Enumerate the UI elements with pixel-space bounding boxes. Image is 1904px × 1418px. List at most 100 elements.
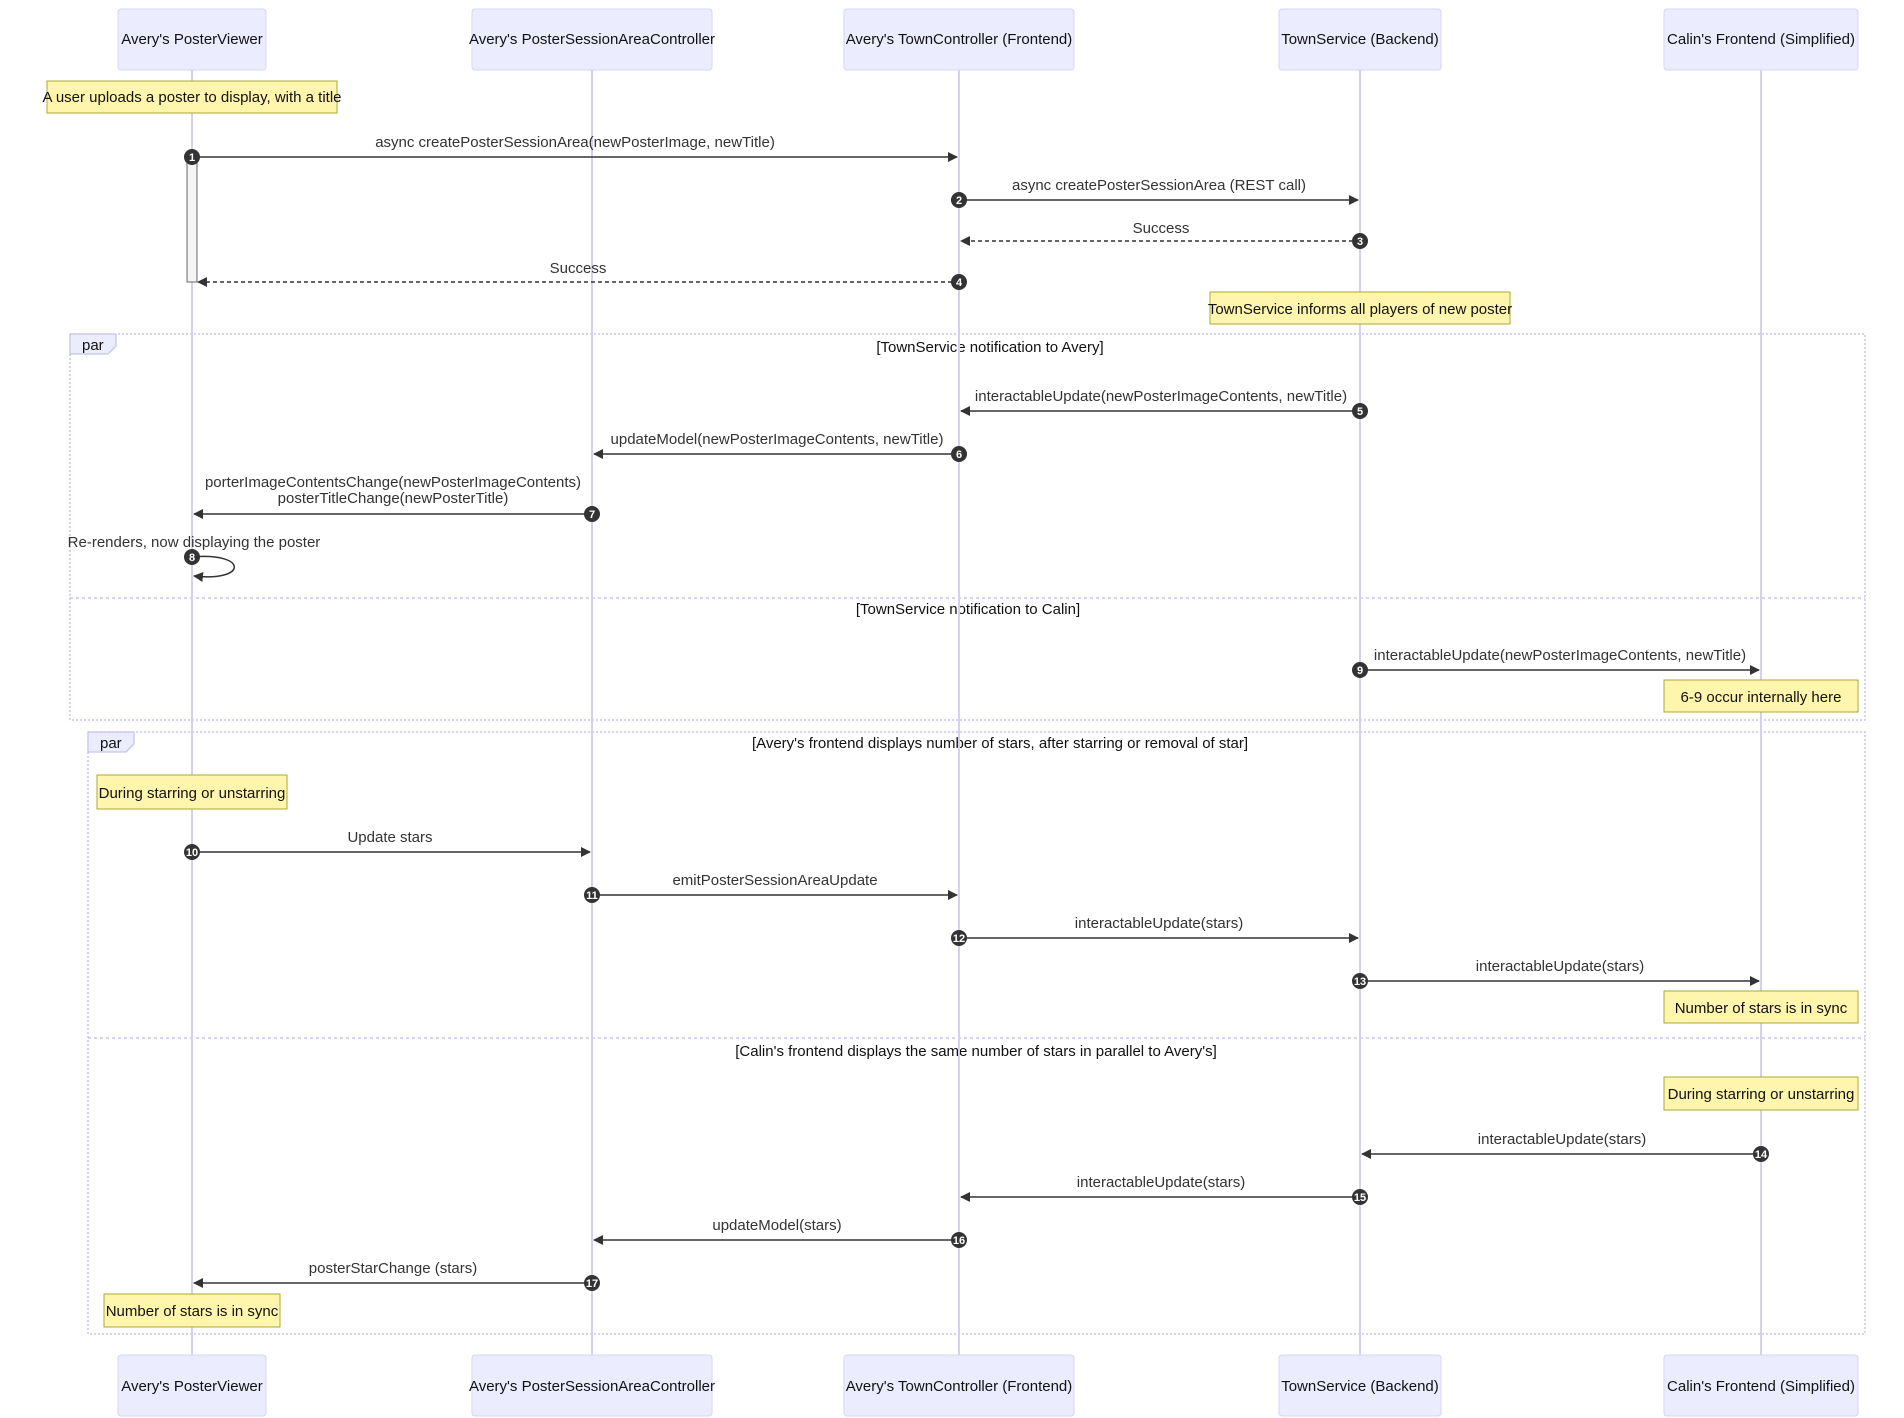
message-10: Update stars 10 [184,829,591,860]
actor-calin-frontend-bottom[interactable]: Calin's Frontend (Simplified) [1663,1354,1859,1417]
message-5: interactableUpdate(newPosterImageContent… [960,388,1368,419]
par-tab [87,731,135,753]
sequence-number: 3 [1357,236,1363,248]
note-upload-poster: A user uploads a poster to display, with… [42,80,342,114]
actor-town-controller[interactable]: Avery's TownController (Frontend) [843,8,1075,71]
message-label: posterTitleChange(newPosterTitle) [278,490,509,507]
message-label: interactableUpdate(stars) [1476,958,1644,975]
actor-label: TownService (Backend) [1281,1378,1439,1395]
message-17: posterStarChange (stars) 17 [193,1260,600,1291]
note-starring-calin: During starring or unstarring [1663,1076,1859,1111]
message-12: interactableUpdate(stars) 12 [951,915,1359,946]
actor-poster-session-area-controller-bottom[interactable]: Avery's PosterSessionAreaController [469,1354,715,1417]
actor-town-controller-bottom[interactable]: Avery's TownController (Frontend) [843,1354,1075,1417]
message-2: async createPosterSessionArea (REST call… [951,177,1359,208]
activation-bar [186,156,198,283]
message-14: interactableUpdate(stars) 14 [1361,1131,1769,1162]
actors-bottom: Avery's PosterViewer Avery's PosterSessi… [117,1354,1859,1417]
par-frame [87,731,1866,1335]
actor-label: Avery's TownController (Frontend) [846,31,1073,48]
messages: async createPosterSessionArea(newPosterI… [68,134,1769,1291]
par-condition: [TownService notification to Avery] [876,339,1103,356]
note-internal-steps: 6-9 occur internally here [1663,679,1859,713]
sequence-number: 6 [956,449,962,461]
message-label: posterStarChange (stars) [309,1260,477,1277]
sequence-number: 15 [1354,1192,1366,1204]
par-condition: [TownService notification to Calin] [856,601,1080,618]
message-label: updateModel(stars) [712,1217,841,1234]
note-starring-avery: During starring or unstarring [96,774,288,810]
sequence-number: 5 [1357,406,1363,418]
par-label: par [100,735,122,752]
message-16: updateModel(stars) 16 [593,1217,967,1248]
actor-label: Avery's PosterSessionAreaController [469,1378,715,1395]
message-label: emitPosterSessionAreaUpdate [672,872,877,889]
note-stars-sync-calin: Number of stars is in sync [1663,990,1859,1024]
message-9: interactableUpdate(newPosterImageContent… [1352,647,1760,678]
notes: A user uploads a poster to display, with… [42,80,1859,1328]
message-label: updateModel(newPosterImageContents, newT… [611,431,944,448]
par-label: par [82,337,104,354]
sequence-number: 1 [189,152,195,164]
sequence-number: 7 [589,509,595,521]
message-1: async createPosterSessionArea(newPosterI… [184,134,958,165]
sequence-number: 8 [189,552,195,564]
actor-label: TownService (Backend) [1281,31,1439,48]
sequence-number: 16 [953,1235,965,1247]
actor-label: Avery's PosterSessionAreaController [469,31,715,48]
actor-label: Avery's PosterViewer [121,31,263,48]
actor-poster-session-area-controller[interactable]: Avery's PosterSessionAreaController [469,8,715,71]
note-informs-players: TownService informs all players of new p… [1208,291,1512,325]
message-11: emitPosterSessionAreaUpdate 11 [584,872,958,903]
message-label: interactableUpdate(stars) [1077,1174,1245,1191]
svg-text:TownService informs all player: TownService informs all players of new p… [1208,301,1512,318]
sequence-number: 17 [586,1278,598,1290]
svg-text:Number of stars is in sync: Number of stars is in sync [1675,1000,1848,1017]
actor-calin-frontend[interactable]: Calin's Frontend (Simplified) [1663,8,1859,71]
svg-text:During starring or unstarring: During starring or unstarring [1668,1086,1855,1103]
message-label: porterImageContentsChange(newPosterImage… [205,474,581,491]
sequence-number: 13 [1354,976,1366,988]
note-stars-sync-avery: Number of stars is in sync [103,1293,281,1328]
message-3: Success 3 [960,220,1368,249]
message-label: Success [1133,220,1190,237]
actor-poster-viewer-bottom[interactable]: Avery's PosterViewer [117,1354,267,1417]
message-label: interactableUpdate(newPosterImageContent… [1374,647,1746,664]
message-label: Re-renders, now displaying the poster [68,534,321,551]
svg-text:During starring or unstarring: During starring or unstarring [99,785,286,802]
message-15: interactableUpdate(stars) 15 [960,1174,1368,1205]
par-frame [69,333,1866,721]
sequence-number: 12 [953,933,965,945]
sequence-number: 14 [1755,1149,1768,1161]
actor-poster-viewer[interactable]: Avery's PosterViewer [117,8,267,71]
actor-town-service-bottom[interactable]: TownService (Backend) [1278,1354,1442,1417]
actors-top: Avery's PosterViewer Avery's PosterSessi… [117,8,1859,71]
message-4: Success 4 [197,260,967,290]
message-7: porterImageContentsChange(newPosterImage… [193,474,600,522]
message-label: interactableUpdate(stars) [1478,1131,1646,1148]
message-6: updateModel(newPosterImageContents, newT… [593,431,967,462]
actor-label: Calin's Frontend (Simplified) [1667,31,1855,48]
sequence-number: 11 [586,890,598,902]
message-label: async createPosterSessionArea (REST call… [1012,177,1306,194]
actor-label: Avery's PosterViewer [121,1378,263,1395]
message-13: interactableUpdate(stars) 13 [1352,958,1760,989]
par-fragment-2: par [Avery's frontend displays number of… [87,731,1866,1335]
par-condition: [Avery's frontend displays number of sta… [752,735,1248,752]
par-tab [69,333,117,355]
message-label: Success [550,260,607,277]
message-label: interactableUpdate(stars) [1075,915,1243,932]
sequence-number: 9 [1357,665,1363,677]
actor-town-service[interactable]: TownService (Backend) [1278,8,1442,71]
sequence-number: 2 [956,195,962,207]
sequence-number: 10 [186,847,198,859]
par-fragment-1: par [TownService notification to Avery] … [69,333,1866,721]
message-label: Update stars [347,829,432,846]
actor-label: Avery's TownController (Frontend) [846,1378,1073,1395]
par-condition: [Calin's frontend displays the same numb… [735,1043,1217,1060]
svg-text:6-9 occur internally here: 6-9 occur internally here [1681,689,1842,706]
svg-text:Number of stars is in sync: Number of stars is in sync [106,1303,279,1320]
actor-label: Calin's Frontend (Simplified) [1667,1378,1855,1395]
sequence-number: 4 [956,277,963,289]
